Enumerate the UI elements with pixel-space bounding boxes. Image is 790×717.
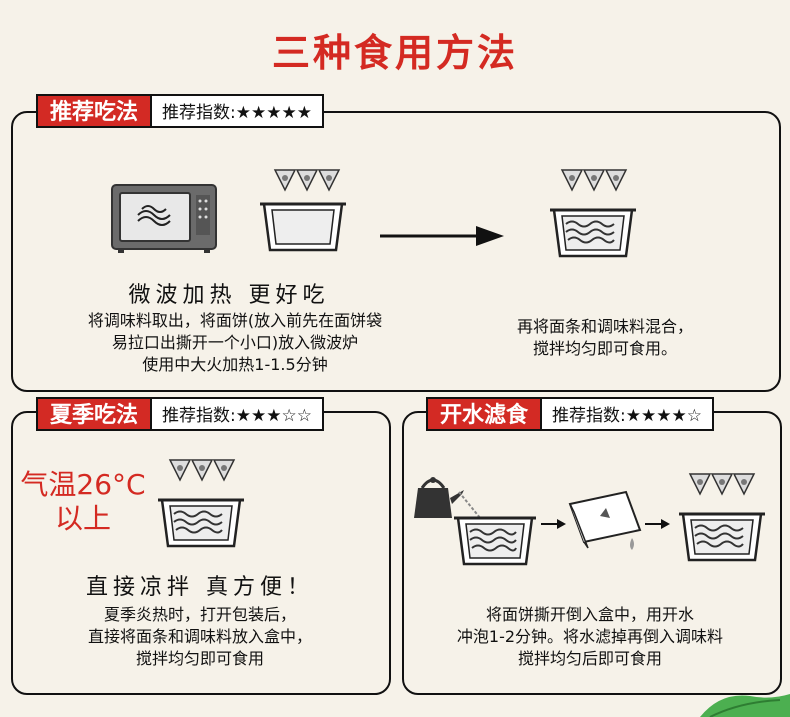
tray-icon [158,498,244,548]
panel-summer-header: 夏季吃法 推荐指数:★★★☆☆ [36,397,324,431]
tray-icon [679,512,765,562]
tag-summer: 夏季吃法 [36,397,153,431]
arrow-right-icon [541,519,566,529]
boil-text-line-2: 冲泡1-2分钟。将水滤掉再倒入调味料 [456,627,724,646]
seasoning-packet-icon [560,169,628,192]
right-text-line-1: 再将面条和调味料混合， [516,317,693,336]
microwave-icon [111,184,217,253]
summer-text-line-3: 搅拌均匀即可食用 [135,649,264,668]
temperature-warning-line-1: 气温26°C [20,468,146,501]
left-text-line-3: 使用中大火加热1-1.5分钟 [142,355,328,374]
seasoning-packet-icon [168,459,236,482]
seasoning-packet-icon [688,473,756,496]
arrow-right-icon [380,226,504,246]
page-title: 三种食用方法 [271,31,518,75]
tray-icon [260,202,346,252]
lid-icon [568,490,642,550]
panel-recommended-header: 推荐吃法 推荐指数:★★★★★ [36,94,324,128]
tag-boil: 开水滤食 [426,397,543,431]
tag-recommended: 推荐吃法 [36,94,153,128]
panel-recommended [11,111,781,392]
panel-summer [11,411,391,695]
right-text-line-2: 搅拌均匀即可食用。 [532,339,677,358]
rating-summer: 推荐指数:★★★☆☆ [152,397,324,431]
seasoning-packet-icon [273,169,341,192]
boil-text-line-1: 将面饼撕开倒入盒中，用开水 [485,605,694,624]
tray-icon [550,208,636,258]
panel-boil-header: 开水滤食 推荐指数:★★★★☆ [426,397,714,431]
summer-text-line-1: 夏季炎热时，打开包装后， [103,605,296,624]
tray-icon [454,516,536,566]
left-text-line-1: 将调味料取出，将面饼(放入前先在面饼袋 [87,311,383,330]
rating-recommended: 推荐指数:★★★★★ [152,94,324,128]
arrow-right-icon [645,519,670,529]
caption-summer: 直接凉拌 真方便！ [86,575,314,600]
summer-text-line-2: 直接将面条和调味料放入盒中， [87,627,312,646]
leaf-icon [700,694,790,717]
left-text-line-2: 易拉口出撕开一个小口)放入微波炉 [111,333,359,352]
caption-recommended: 微波加热 更好吃 [128,283,330,308]
temperature-warning-line-2: 以上 [54,502,111,535]
boil-text-line-3: 搅拌均匀后即可食用 [517,649,662,668]
temperature-warning: 气温26°C 以上 [18,468,148,536]
rating-boil: 推荐指数:★★★★☆ [542,397,714,431]
